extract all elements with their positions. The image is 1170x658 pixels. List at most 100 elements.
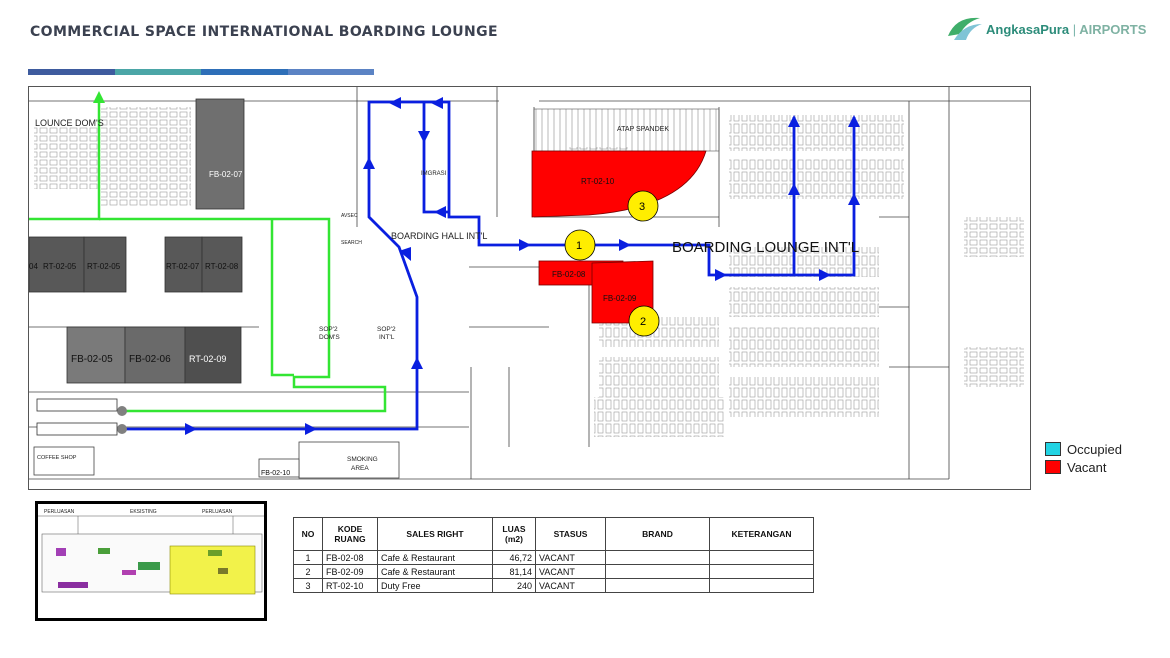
vacant-swatch (1045, 460, 1061, 474)
unit-04-label: 04 (29, 262, 38, 271)
minimap-svg: PERLUASAN EKSISTING PERLUASAN (38, 509, 264, 595)
cell-brand (605, 564, 710, 579)
label-smoking: SMOKING (347, 456, 378, 463)
table-row: 3 RT-02-10 Duty Free 240 VACANT (293, 578, 814, 593)
cell-brand (605, 578, 710, 593)
cell-status: VACANT (535, 578, 606, 593)
title-underline-segment-4 (288, 69, 374, 75)
green-route (29, 99, 387, 413)
minimap-mid-label: EKSISTING (130, 509, 157, 515)
label-coffee: COFFEE SHOP (37, 455, 77, 461)
unit-rt-02-10-shape (531, 150, 707, 218)
marker-2-label: 2 (640, 316, 646, 328)
cell-code: FB-02-08 (322, 550, 378, 565)
cell-code: FB-02-09 (322, 564, 378, 579)
header-brand: BRAND (605, 517, 710, 551)
logo-suffix: AIRPORTS (1079, 22, 1147, 37)
header-no: NO (293, 517, 323, 551)
map-legend: Occupied Vacant (1045, 440, 1122, 476)
occupied-swatch (1045, 442, 1061, 456)
logo-wordmark: AngkasaPura | AIRPORTS (986, 22, 1146, 37)
angkasapura-logo: AngkasaPura | AIRPORTS (946, 14, 1146, 42)
cell-no: 3 (293, 578, 323, 593)
header-status: STASUS (535, 517, 606, 551)
label-sop-dom-sub: DOM'S (319, 334, 340, 341)
unit-fb-02-06-label: FB-02-06 (129, 354, 171, 365)
label-area: AREA (351, 465, 369, 472)
table-row: 1 FB-02-08 Cafe & Restaurant 46,72 VACAN… (293, 550, 814, 565)
cell-area: 240 (492, 578, 536, 593)
gate-structure-2 (36, 422, 118, 436)
header-luas: LUAS (m2) (492, 517, 536, 551)
header-kode-ruang: KODE RUANG (322, 517, 378, 551)
unit-rt-02-10-label: RT-02-10 (581, 177, 615, 186)
marker-1-circle (564, 229, 596, 261)
cell-area: 46,72 (492, 550, 536, 565)
header-sales-right: SALES RIGHT (377, 517, 493, 551)
cell-sales: Cafe & Restaurant (377, 550, 493, 565)
coffee-shop-room (33, 446, 95, 476)
atap-spandek-roof (533, 108, 720, 152)
cell-code: RT-02-10 (322, 578, 378, 593)
label-sop-dom: SOP'2 (319, 326, 338, 333)
unit-rt-02-05-label: RT-02-05 (43, 262, 77, 271)
cell-area: 81,14 (492, 564, 536, 579)
title-underline-segment-3 (201, 69, 288, 75)
cell-note (709, 564, 814, 579)
commercial-units-occupied (29, 98, 245, 384)
label-sop-intl-sub: INT'L (379, 334, 395, 341)
cell-sales: Duty Free (377, 578, 493, 593)
overview-minimap: PERLUASAN EKSISTING PERLUASAN (35, 501, 267, 621)
angkasapura-logo-icon (948, 17, 982, 40)
green-arrow-up (93, 91, 105, 103)
page-title: COMMERCIAL SPACE INTERNATIONAL BOARDING … (30, 24, 498, 40)
cell-note (709, 578, 814, 593)
legend-occupied-label: Occupied (1067, 441, 1122, 457)
legend-vacant: Vacant (1045, 458, 1122, 476)
label-sop-intl: SOP'2 (377, 326, 396, 333)
minimap-right-label: PERLUASAN (202, 509, 233, 515)
marker-1-label: 1 (576, 240, 582, 252)
label-avsec: AVSEC (341, 213, 358, 219)
unit-rt-02-08-label: RT-02-08 (205, 262, 239, 271)
unit-rt-02-09-label: RT-02-09 (189, 354, 226, 364)
cell-no: 1 (293, 550, 323, 565)
legend-vacant-label: Vacant (1067, 459, 1107, 475)
unit-fb-02-08-label: FB-02-08 (552, 270, 586, 279)
label-boarding-hall: BOARDING HALL INT'L (391, 231, 487, 241)
floor-plan-map: LOUNCE DOM'S BOARDING HALL INT'L BOARDIN… (28, 86, 1031, 490)
unit-fb-02-07-label: FB-02-07 (209, 170, 243, 179)
marker-3-circle (627, 190, 659, 222)
table-row: 2 FB-02-09 Cafe & Restaurant 81,14 VACAN… (293, 564, 814, 579)
title-underline-segment-1 (28, 69, 115, 75)
legend-occupied: Occupied (1045, 440, 1122, 458)
unit-rt-02-07-label: RT-02-07 (166, 262, 200, 271)
unit-fb-02-10-room (258, 458, 300, 478)
minimap-left-label: PERLUASAN (44, 509, 75, 515)
marker-2-circle (628, 305, 660, 337)
cell-note (709, 550, 814, 565)
label-atap-spandek: ATAP SPANDEK (617, 126, 669, 133)
cell-brand (605, 550, 710, 565)
commercial-space-table: NO KODE RUANG SALES RIGHT LUAS (m2) STAS… (293, 517, 814, 593)
cell-status: VACANT (535, 564, 606, 579)
header-keterangan: KETERANGAN (709, 517, 814, 551)
cell-sales: Cafe & Restaurant (377, 564, 493, 579)
logo-name: AngkasaPura (986, 22, 1070, 37)
marker-3-label: 3 (639, 201, 645, 213)
label-lounge-dom: LOUNCE DOM'S (35, 118, 104, 128)
blue-arrows (185, 97, 860, 435)
cell-status: VACANT (535, 550, 606, 565)
unit-fb-02-05-label: FB-02-05 (71, 354, 113, 365)
label-boarding-lounge: BOARDING LOUNGE INT'L (672, 239, 859, 256)
seating-areas (34, 107, 1024, 437)
unit-fb-02-09-label: FB-02-09 (603, 294, 637, 303)
unit-rt-02-05b-label: RT-02-05 (87, 262, 121, 271)
title-underline-segment-2 (115, 69, 201, 75)
table-header-row: NO KODE RUANG SALES RIGHT LUAS (m2) STAS… (293, 517, 814, 551)
unit-fb-02-10-label: FB-02-10 (261, 470, 290, 477)
route-start-node-1 (117, 406, 127, 416)
route-start-node-2 (117, 424, 127, 434)
label-imigrasi: IMGRASI (421, 171, 447, 177)
gate-structure-1 (36, 398, 118, 412)
